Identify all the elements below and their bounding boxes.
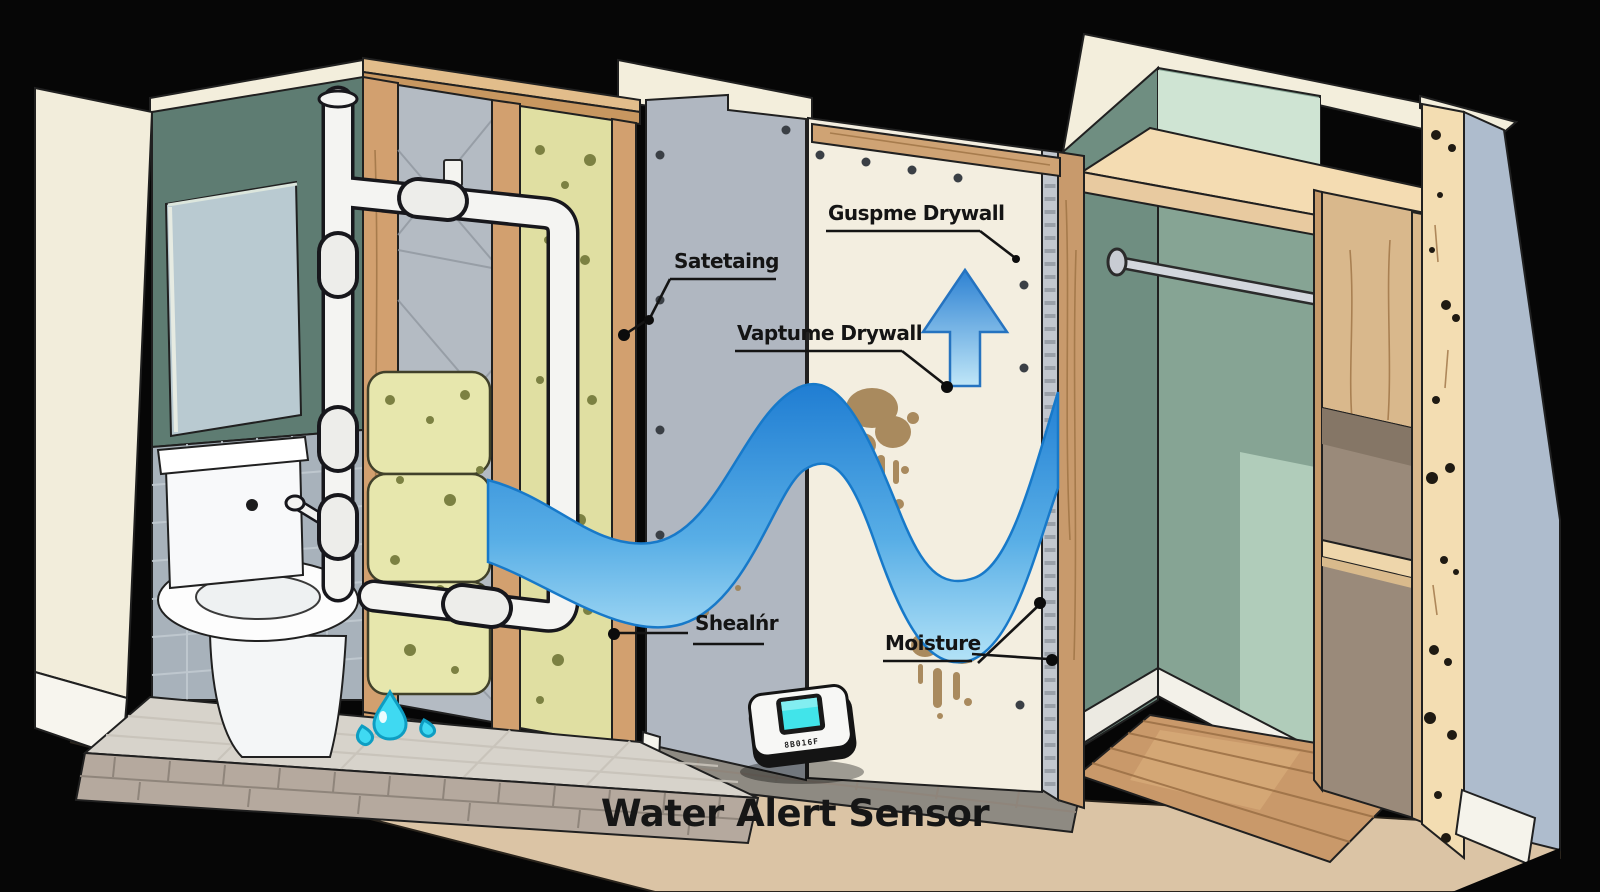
label-sheathing-lower: Shealńr xyxy=(608,611,779,646)
sensor-button-text: 8B016F xyxy=(784,737,820,750)
closet-rod-left xyxy=(1106,247,1359,313)
vapor-rise-arrow-icon xyxy=(920,267,1010,388)
stud-board-right xyxy=(1057,150,1085,810)
label-moisture: Moisture xyxy=(883,597,1058,666)
water-alert-sensor-device: 8B016F xyxy=(747,684,857,768)
wood-floor-light-patch xyxy=(1130,730,1300,810)
moisture-flow-ribbon-icon xyxy=(486,383,1060,664)
label-sheathing-lower-text: Shealńr xyxy=(695,611,779,635)
stud-right xyxy=(611,117,637,770)
label-sheathing-upper: Satetaing xyxy=(618,249,780,341)
bathroom xyxy=(34,56,760,845)
label-vapor-text: Vaptume Drywall xyxy=(737,321,922,345)
label-moisture-text: Moisture xyxy=(885,631,981,655)
toilet xyxy=(156,435,359,758)
closet-light-patch xyxy=(1240,452,1320,790)
label-vapor-drywall: Vaptume Drywall xyxy=(735,321,953,393)
diagram-title: Water Alert Sensor xyxy=(601,792,991,835)
pipe-flange xyxy=(317,89,359,109)
insulation-batts xyxy=(366,370,492,696)
closet xyxy=(1061,32,1561,866)
label-sheathing-upper-text: Satetaing xyxy=(674,249,779,273)
label-gypsum-drywall: Guspme Drywall xyxy=(826,201,1020,263)
drywall-top-plate xyxy=(811,122,1061,178)
toilet-tank xyxy=(164,455,305,590)
outer-wall-right xyxy=(1463,110,1561,852)
toilet-tank-lid xyxy=(156,435,310,476)
water-drop-icon xyxy=(355,688,436,747)
drywall-screws xyxy=(815,150,1029,710)
osb-edge-board xyxy=(1419,94,1519,861)
label-gypsum-text: Guspme Drywall xyxy=(828,201,1004,225)
flush-button xyxy=(246,499,258,511)
closet-divider-cubby xyxy=(1313,188,1423,824)
corner-mask xyxy=(1452,848,1560,892)
shutoff-valve xyxy=(284,493,359,561)
supply-pipes xyxy=(284,85,580,633)
mirror xyxy=(164,180,303,438)
